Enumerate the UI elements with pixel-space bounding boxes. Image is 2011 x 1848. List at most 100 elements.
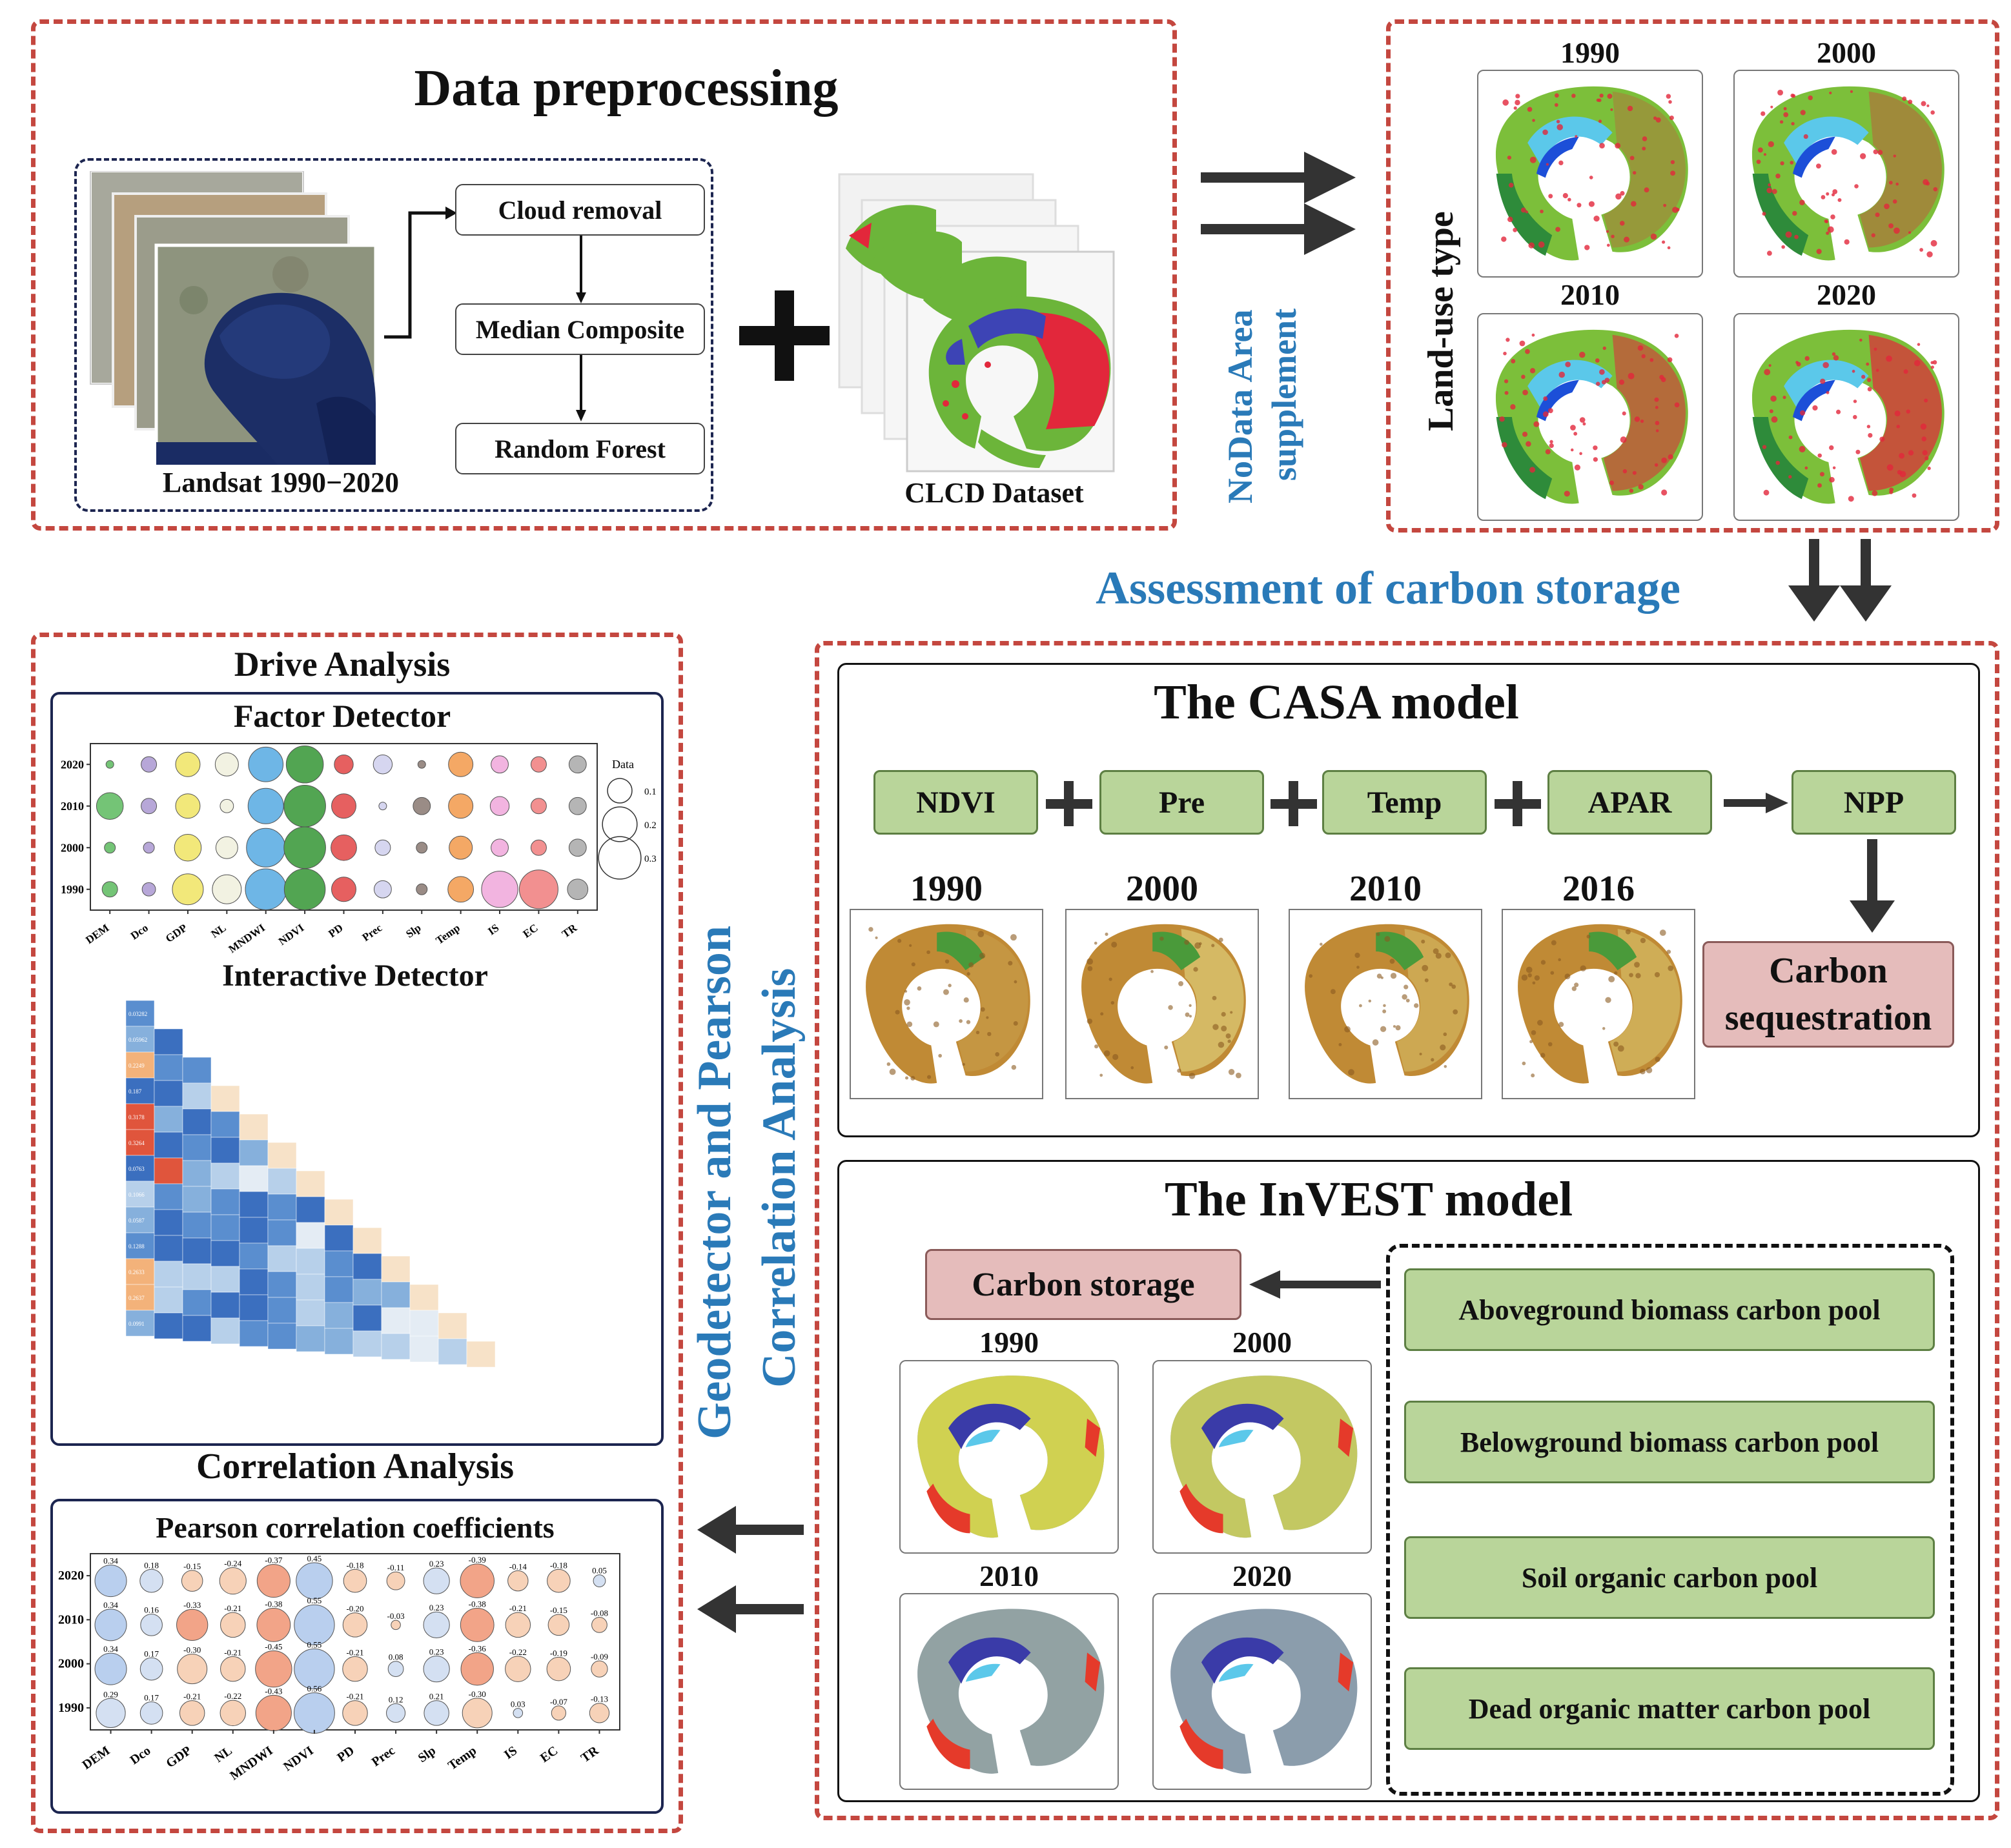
interaction-cell	[210, 1085, 240, 1112]
settlement-dot	[1604, 378, 1610, 383]
npp-high-area	[937, 931, 985, 971]
col-label-MNDWI: MNDWI	[227, 1743, 276, 1783]
npp-dot	[1309, 974, 1313, 978]
interaction-cell	[239, 1268, 269, 1295]
bubble-Slp-2000	[423, 1655, 450, 1683]
npp-dot	[1574, 982, 1579, 988]
npp-dot	[1445, 952, 1451, 959]
npp-dot	[1424, 978, 1429, 982]
npp-dot	[1159, 936, 1164, 941]
settlement-dot	[1545, 449, 1551, 454]
map-graphic	[1495, 329, 1688, 504]
settlement-dot	[1829, 476, 1835, 483]
interaction-cell	[267, 1193, 297, 1221]
npp-dot	[1338, 1042, 1342, 1046]
interaction-cell	[438, 1338, 467, 1365]
npp-dot	[1087, 1018, 1093, 1024]
settlement-dot	[1924, 398, 1928, 403]
interaction-cell	[125, 1181, 155, 1208]
npp-dot	[977, 931, 985, 938]
settlement-dot	[1593, 457, 1598, 462]
npp-dot	[1376, 932, 1380, 937]
npp-dot	[1586, 934, 1591, 939]
col-label-GDP: GDP	[163, 922, 189, 945]
settlement-dot	[1622, 469, 1628, 474]
settlement-dot	[1873, 149, 1879, 155]
bubble-GDP-2020	[175, 751, 201, 777]
bubble-TR-2000	[568, 838, 587, 857]
casa-input-pre: Pre	[1099, 770, 1264, 835]
value-label-Prec-2020: -0.11	[387, 1563, 405, 1572]
casa-year-2016: 2016	[1562, 869, 1635, 909]
settlement-dot	[1925, 181, 1930, 186]
interaction-cell	[267, 1297, 297, 1324]
npp-dot	[1112, 1053, 1119, 1061]
value-label-NDVI-2010: 0.55	[307, 1596, 322, 1605]
map-graphic	[1081, 924, 1246, 1084]
bubble-MNDWI-1990	[245, 868, 287, 910]
bubble-NL-2000	[215, 836, 238, 859]
interaction-cell	[182, 1237, 212, 1264]
pearson-box	[50, 1499, 664, 1814]
bubble-EC-2000	[530, 839, 547, 856]
value-label-IS-2020: -0.14	[509, 1561, 527, 1571]
bubble-Slp-2010	[423, 1611, 450, 1639]
npp-dot	[1108, 977, 1112, 981]
map-graphic	[1495, 86, 1688, 261]
row-label-2020: 2020	[61, 758, 84, 771]
step-median-composite: Median Composite	[455, 303, 705, 355]
npp-dot	[1110, 1000, 1115, 1005]
npp-dot	[1558, 958, 1561, 962]
settlement-dot	[1555, 227, 1560, 232]
npp-dot	[910, 1075, 915, 1081]
wetland-area	[1527, 116, 1613, 166]
settlement-dot	[1790, 161, 1794, 165]
npp-dot	[1320, 942, 1323, 946]
settlement-dot	[1593, 215, 1600, 222]
value-label-DEM-2000: 0.34	[103, 1644, 118, 1654]
interaction-value: 0.3264	[128, 1140, 145, 1146]
settlement-dot	[1598, 98, 1602, 103]
npp-dot	[1130, 1066, 1134, 1070]
interaction-cell	[239, 1191, 269, 1218]
settlement-dot	[1564, 491, 1570, 497]
bubble-PD-2000	[331, 834, 357, 861]
npp-dot	[1617, 1045, 1624, 1052]
invest-map-2010	[899, 1593, 1119, 1790]
col-label-DEM: DEM	[83, 922, 111, 946]
npp-dot	[1225, 1033, 1231, 1039]
interaction-cell	[154, 1209, 183, 1236]
interaction-cell	[154, 1080, 183, 1107]
interaction-cell	[182, 1160, 212, 1187]
casa-operators	[1046, 781, 1788, 826]
storage-water-area	[948, 1403, 1031, 1450]
npp-dot	[1330, 989, 1336, 995]
settlement-dot	[1571, 94, 1576, 98]
casa-input-ndvi: NDVI	[873, 770, 1038, 835]
settlement-dot	[1854, 184, 1859, 188]
value-label-Slp-2010: 0.23	[429, 1603, 444, 1612]
npp-dot	[975, 1030, 980, 1035]
settlement-dot	[1927, 466, 1931, 471]
value-label-Dco-2000: 0.17	[144, 1649, 159, 1658]
npp-dot	[1008, 960, 1013, 966]
casa-map-1990	[850, 909, 1043, 1099]
col-label-Temp: Temp	[434, 922, 462, 947]
npp-dot	[1537, 1020, 1543, 1026]
settlement-dot	[1628, 372, 1635, 380]
npp-dot	[1011, 1064, 1017, 1070]
settlement-dot	[1611, 234, 1615, 239]
pool-aboveground: Aboveground biomass carbon pool	[1404, 1268, 1935, 1351]
value-label-Slp-1990: 0.21	[429, 1692, 444, 1701]
storage-water-area	[1201, 1637, 1284, 1684]
settlement-dot	[1836, 409, 1841, 414]
npp-high-area	[1589, 931, 1637, 971]
clcd-stack	[838, 173, 1115, 472]
settlement-dot	[1661, 489, 1668, 496]
bubble-Slp-2020	[423, 1567, 450, 1594]
settlement-dot	[1502, 442, 1507, 448]
settlement-dot	[1655, 405, 1659, 409]
interaction-value: 0.0991	[128, 1321, 145, 1327]
npp-dot	[1212, 1024, 1219, 1030]
